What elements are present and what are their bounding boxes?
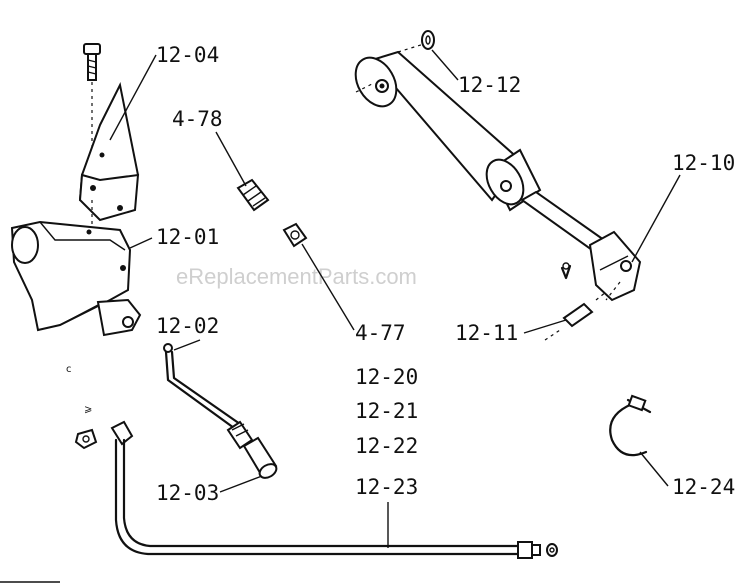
label-12-10: 12-10 [672,151,735,175]
label-12-20: 12-20 [355,365,418,389]
label-12-04: 12-04 [156,43,219,67]
nut-4-77 [282,222,308,248]
label-12-01: 12-01 [156,225,219,249]
control-rod [163,343,278,479]
small-parts: c ⩾ [66,364,98,450]
label-12-11: 12-11 [455,321,518,345]
hydraulic-hose [110,420,558,559]
washer-12-12 [421,30,435,50]
valve-housing [10,220,142,337]
label-12-23: 12-23 [355,475,418,499]
svg-text:⩾: ⩾ [84,404,92,415]
hydraulic-cylinder [354,43,642,302]
bolt-part [83,43,101,150]
hose-clamp [609,394,652,457]
fitting-4-78 [236,178,270,212]
label-12-12: 12-12 [458,73,521,97]
leader-lines [109,49,681,548]
pin-12-11 [544,262,607,341]
watermark: eReplacementParts.com [176,264,417,289]
label-4-78: 4-78 [172,107,223,131]
label-12-24: 12-24 [672,475,735,499]
label-4-77: 4-77 [355,321,406,345]
label-12-21: 12-21 [355,399,418,423]
label-12-22: 12-22 [355,434,418,458]
svg-text:c: c [66,364,72,375]
label-12-02: 12-02 [156,314,219,338]
mounting-bracket [78,81,140,232]
label-12-03: 12-03 [156,481,219,505]
